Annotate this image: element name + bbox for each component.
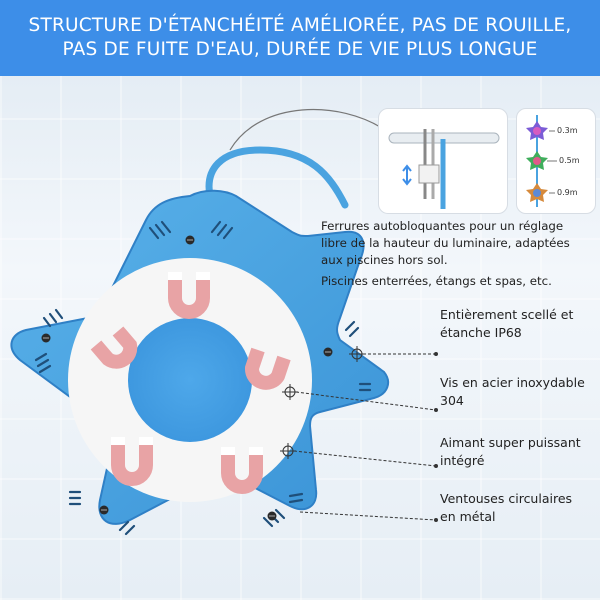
screws (41, 235, 333, 521)
title-banner: STRUCTURE D'ÉTANCHÉITÉ AMÉLIORÉE, PAS DE… (0, 0, 600, 76)
pointer-line-cable (229, 108, 386, 151)
height-bottom-label: 0.9m (557, 188, 578, 197)
magnet-icon (221, 455, 263, 494)
inset-bracket (378, 108, 508, 214)
magnet-icon (111, 445, 153, 486)
magnet-icon (168, 280, 210, 319)
callout-magnet: Aimant super puissant intégré (440, 435, 581, 468)
bracket-illustration (388, 129, 500, 209)
callout-screws: Vis en acier inoxydable 304 (440, 375, 585, 408)
vent-slots (34, 220, 372, 536)
star-light-icon (526, 121, 548, 140)
callout-suction: Ventouses circulaires en métal (440, 491, 573, 524)
callout-sealed: Entièrement scellé et étanche IP68 (440, 307, 574, 340)
inset-heights: 0.3m 0.5m 0.9m (516, 108, 596, 214)
magnet-icons (90, 280, 291, 494)
callout-leaders (280, 346, 437, 521)
leader-line (293, 450, 437, 467)
description-line-1: Ferrures autobloquantes pour un réglage … (321, 219, 570, 267)
height-illustration (526, 115, 557, 207)
power-cable (205, 146, 349, 209)
star-light-icon (526, 183, 548, 202)
banner-title: STRUCTURE D'ÉTANCHÉITÉ AMÉLIORÉE, PAS DE… (28, 15, 572, 60)
description-line-2: Piscines enterrées, étangs et spas, etc. (321, 274, 552, 288)
star-light-icon (526, 151, 548, 170)
leader-line (299, 511, 437, 521)
light-lens (128, 318, 252, 442)
magnet-icon (90, 326, 138, 369)
magnet-icon (245, 347, 291, 390)
description-block: Ferrures autobloquantes pour un réglage … (321, 218, 591, 290)
height-middle-label: 0.5m (559, 156, 580, 165)
leader-dots (434, 352, 438, 522)
magnet-tips (111, 272, 263, 455)
height-top-label: 0.3m (557, 126, 578, 135)
leader-line (295, 391, 437, 411)
